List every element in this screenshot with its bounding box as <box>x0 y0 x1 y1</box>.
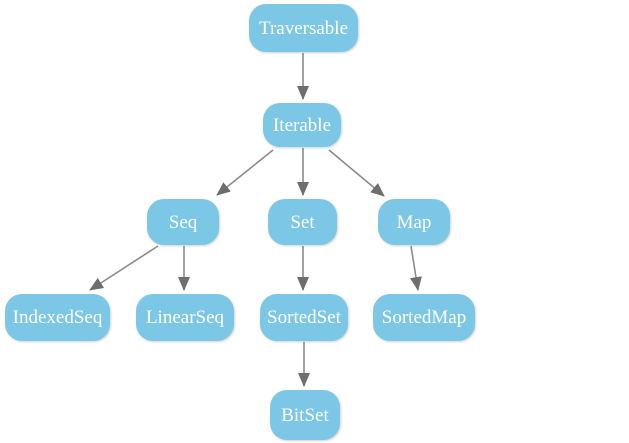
node-set: Set <box>268 199 337 245</box>
node-sortedset: SortedSet <box>260 294 348 341</box>
edge-map-sortedmap <box>410 245 422 291</box>
node-bitset: BitSet <box>270 390 340 440</box>
node-indexedseq: IndexedSeq <box>5 294 110 341</box>
node-sortedmap: SortedMap <box>373 294 475 341</box>
node-map: Map <box>378 199 450 245</box>
node-iterable: Iterable <box>263 103 341 147</box>
node-seq: Seq <box>147 199 219 245</box>
edge-iterable-map <box>328 149 385 197</box>
node-traversable: Traversable <box>249 4 358 52</box>
edge-iterable-seq <box>216 149 274 196</box>
edge-seq-indexedseq <box>89 245 159 291</box>
node-linearseq: LinearSeq <box>136 294 234 341</box>
